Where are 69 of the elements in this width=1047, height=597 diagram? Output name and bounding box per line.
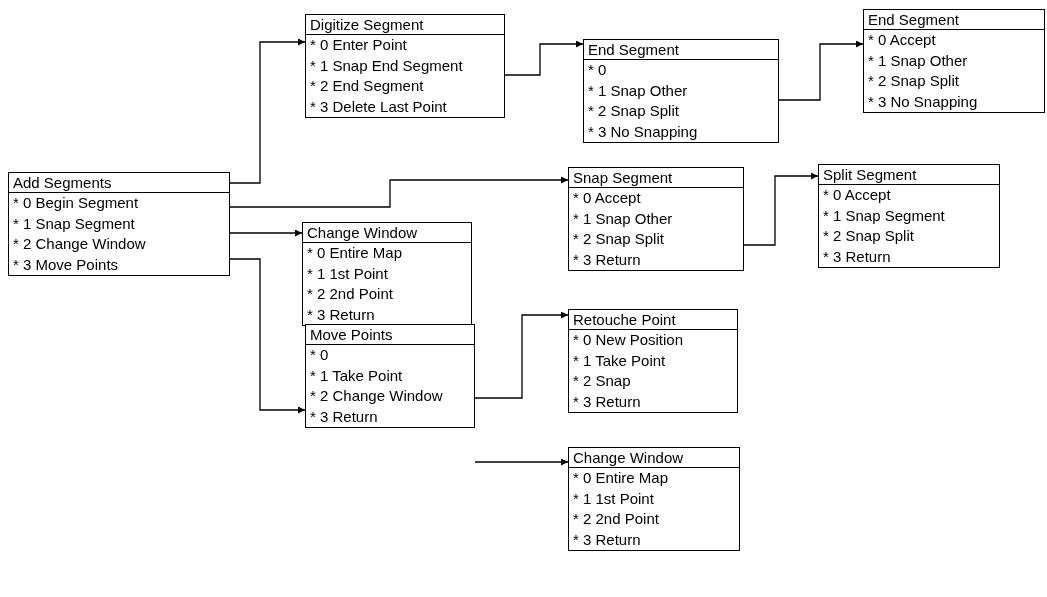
menu-box — [302, 222, 472, 326]
menu-item: * 2 End Segment — [309, 76, 425, 96]
menu-item: * 0 Begin Segment — [12, 193, 140, 213]
menu-item: * 1 Snap Segment — [822, 205, 946, 226]
menu-title: Split Segment — [819, 165, 999, 185]
menu-item: * 3 Return — [306, 304, 376, 325]
menu-item: * 2 Snap Split — [572, 229, 665, 249]
menu-item: * 0 Accept — [822, 185, 892, 205]
menu-item: * 3 Return — [822, 246, 892, 267]
menu-title: Add Segments — [9, 173, 229, 193]
arrow — [743, 172, 819, 246]
menu-box — [583, 39, 779, 143]
menu-item: * 2 Snap Split — [867, 71, 960, 91]
menu-title: Snap Segment — [569, 168, 743, 188]
menu-box — [568, 309, 738, 413]
arrow — [474, 311, 569, 399]
menu-item: * 2 2nd Point — [572, 509, 660, 529]
arrow — [229, 258, 306, 414]
arrow — [229, 38, 306, 184]
menu-item: * 3 Move Points — [12, 254, 120, 275]
menu-title: End Segment — [584, 40, 778, 60]
menu-item: * 1 Snap Other — [587, 80, 689, 101]
menu-item: * 3 Return — [572, 391, 642, 412]
menu-item: * 0 New Position — [572, 330, 685, 350]
menu-item: * 2 Snap Split — [587, 101, 680, 121]
menu-item: * 1 Snap Other — [572, 208, 674, 229]
menu-item: * 2 Change Window — [309, 386, 444, 406]
arrow — [504, 40, 584, 76]
menu-item: * 0 Accept — [572, 188, 642, 208]
menu-item: * 0 — [309, 345, 330, 365]
menu-item: * 3 No Snapping — [587, 121, 699, 142]
menu-item: * 1 Snap Segment — [12, 213, 136, 234]
menu-title: End Segment — [864, 10, 1044, 30]
menu-title: Retouche Point — [569, 310, 737, 330]
menu-item: * 2 Snap Split — [822, 226, 915, 246]
menu-box — [8, 172, 230, 276]
menu-box — [568, 167, 744, 271]
menu-title: Change Window — [569, 448, 739, 468]
menu-item: * 3 Return — [572, 529, 642, 550]
menu-item: * 3 Return — [572, 249, 642, 270]
menu-item: * 0 — [587, 60, 608, 80]
arrow — [229, 176, 569, 208]
menu-box — [305, 324, 475, 428]
menu-item: * 0 Enter Point — [309, 35, 408, 55]
menu-box — [863, 9, 1045, 113]
menu-title: Digitize Segment — [306, 15, 504, 35]
menu-box — [305, 14, 505, 118]
menu-item: * 1 1st Point — [306, 263, 389, 284]
menu-item: * 1 Snap End Segment — [309, 55, 464, 76]
menu-item: * 2 Change Window — [12, 234, 147, 254]
menu-item: * 3 No Snapping — [867, 91, 979, 112]
menu-item: * 0 Accept — [867, 30, 937, 50]
menu-box — [818, 164, 1000, 268]
menu-item: * 3 Return — [309, 406, 379, 427]
arrow — [474, 458, 569, 466]
menu-item: * 2 2nd Point — [306, 284, 394, 304]
menu-item: * 0 Entire Map — [306, 243, 404, 263]
menu-item: * 1 1st Point — [572, 488, 655, 509]
menu-item: * 1 Take Point — [309, 365, 404, 386]
menu-item: * 1 Take Point — [572, 350, 667, 371]
menu-title: Change Window — [303, 223, 471, 243]
menu-item: * 0 Entire Map — [572, 468, 670, 488]
arrow — [229, 229, 303, 237]
menu-item: * 3 Delete Last Point — [309, 96, 448, 117]
menu-item: * 1 Snap Other — [867, 50, 969, 71]
menu-box — [568, 447, 740, 551]
menu-item: * 2 Snap — [572, 371, 632, 391]
menu-title: Move Points — [306, 325, 474, 345]
arrow — [778, 40, 864, 101]
